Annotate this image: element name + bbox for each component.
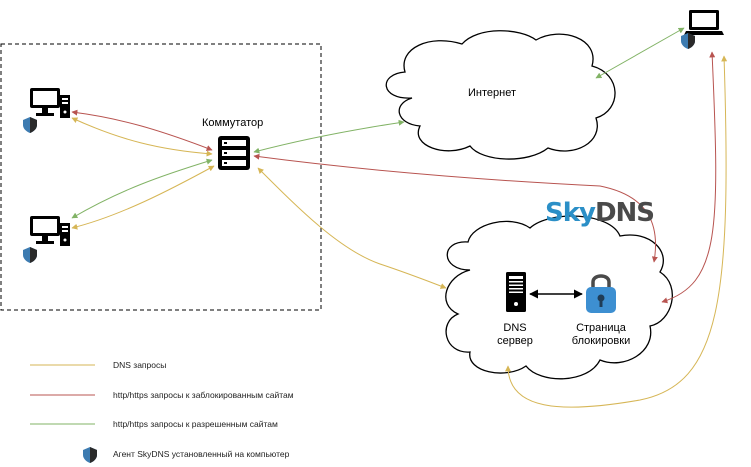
switch-label: Коммутатор (202, 117, 264, 129)
block-page-label: Страница блокировки (563, 322, 639, 348)
skydns-cloud (445, 215, 673, 380)
legend-blocked-text: http/https запросы к заблокированным сай… (113, 390, 294, 400)
dns-server-label: DNS сервер (490, 322, 540, 348)
dns-line-laptop-dnsserver (505, 55, 728, 408)
allowed-line-pc2-switch (71, 158, 213, 219)
skydns-logo-sky: Sky (545, 198, 596, 228)
agent-shield-icon (681, 33, 695, 49)
allowed-line-laptop-internet (595, 27, 685, 79)
skydns-logo-dns: DNS (594, 198, 655, 228)
dns-server-label-line1: DNS (503, 322, 527, 334)
computer-2-icon (30, 216, 70, 246)
skydns-logo: SkyDNS (545, 198, 655, 228)
legend-allowed-text: http/https запросы к разрешенным сайтам (113, 419, 278, 429)
lan-boundary (0, 43, 322, 311)
internet-label: Интернет (468, 87, 516, 99)
dns-line-pc1-switch (71, 117, 213, 157)
block-page-label-line1: Страница (576, 322, 626, 334)
dns-line-switch-dnsserver (257, 167, 447, 289)
dns-line-pc2-switch (71, 165, 215, 230)
dns-server-icon (506, 272, 526, 312)
agent-shield-icon (23, 117, 37, 133)
dns-server-label-line2: сервер (497, 335, 533, 347)
block-page-label-line2: блокировки (571, 335, 631, 347)
shield-icon (83, 447, 97, 463)
blocked-line-laptop-blockpage (661, 51, 717, 304)
lock-icon (586, 274, 616, 313)
legend-agent-text: Агент SkyDNS установленный на компьютер (113, 449, 290, 459)
blocked-line-pc1-switch (71, 109, 213, 151)
computer-1-icon (30, 88, 70, 118)
switch-icon (218, 136, 250, 170)
legend-dns-text: DNS запросы (113, 360, 167, 370)
allowed-line-switch-internet (253, 119, 405, 154)
laptop-icon (684, 10, 724, 35)
agent-shield-icon (23, 247, 37, 263)
